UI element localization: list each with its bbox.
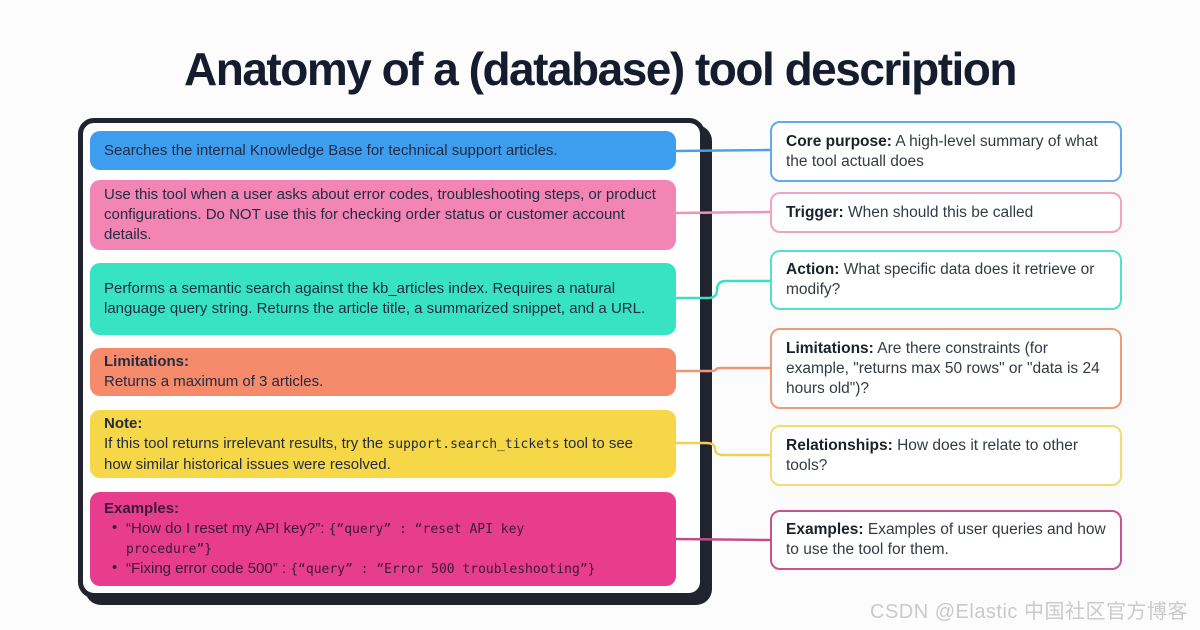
annotation-label: Examples: (786, 521, 864, 538)
block-examples: Examples: “How do I reset my API key?”: … (90, 492, 676, 586)
annotation-body: Are there constraints (for example, "ret… (786, 339, 1100, 397)
examples-list: “How do I reset my API key?”: {“query” :… (104, 518, 662, 579)
annotation-limitations: Limitations: Are there constraints (for … (770, 328, 1122, 409)
example-quote: “How do I reset my API key?”: (126, 520, 329, 537)
annotation-action: Action: What specific data does it retri… (770, 250, 1122, 310)
block-limitations: Limitations: Returns a maximum of 3 arti… (90, 348, 676, 396)
annotation-text: Relationships: How does it relate to oth… (786, 436, 1106, 476)
annotation-text: Core purpose: A high-level summary of wh… (786, 132, 1106, 172)
block-action: Performs a semantic search against the k… (90, 263, 676, 335)
annotation-core-purpose: Core purpose: A high-level summary of wh… (770, 121, 1122, 182)
annotation-body: How does it relate to other tools? (786, 436, 1079, 474)
annotation-label: Trigger: (786, 203, 844, 221)
watermark: CSDN @Elastic 中国社区官方博客 (870, 601, 1188, 623)
annotation-text: Limitations: Are there constraints (for … (786, 339, 1106, 399)
annotation-body: What specific data does it retrieve or m… (786, 261, 1095, 298)
example-item: “How do I reset my API key?”: {“query” :… (104, 518, 609, 559)
block-core-purpose: Searches the internal Knowledge Base for… (90, 131, 676, 170)
note-text-post: tool to see how similar historical issue… (104, 434, 634, 473)
annotation-label: Limitations: (786, 339, 874, 357)
note-code: support.search_tickets (387, 436, 560, 452)
annotation-trigger: Trigger: When should this be called (770, 192, 1122, 233)
annotation-text: Examples: Examples of user queries and h… (786, 520, 1106, 560)
page-title: Anatomy of a (database) tool description (184, 43, 1018, 95)
annotation-label: Core purpose: (786, 132, 892, 150)
example-quote: “Fixing error code 500” : (126, 560, 291, 577)
example-code: {“query” : “Error 500 troubleshooting”} (290, 562, 596, 577)
tool-description-panel: Searches the internal Knowledge Base for… (78, 118, 705, 598)
annotation-body: When should this be called (843, 203, 1034, 221)
annotation-examples: Examples: Examples of user queries and h… (770, 510, 1122, 570)
block-note-text: If this tool returns irrelevant results,… (104, 434, 662, 475)
block-trigger: Use this tool when a user asks about err… (90, 180, 676, 250)
block-action-text: Performs a semantic search against the k… (104, 280, 646, 317)
annotation-relationships: Relationships: How does it relate to oth… (770, 425, 1122, 486)
block-core-purpose-text: Searches the internal Knowledge Base for… (104, 141, 558, 159)
annotation-body: Examples of user queries and how to use … (786, 521, 1106, 558)
note-text-pre: If this tool returns irrelevant results,… (104, 434, 388, 452)
annotation-text: Action: What specific data does it retri… (786, 260, 1106, 300)
example-item: “Fixing error code 500” : {“query” : “Er… (104, 558, 662, 579)
block-note-heading: Note: (104, 414, 143, 432)
annotation-label: Action: (786, 261, 840, 278)
annotation-text: Trigger: When should this be called (786, 203, 1106, 223)
block-trigger-text: Use this tool when a user asks about err… (104, 186, 656, 243)
annotation-label: Relationships: (786, 436, 893, 454)
annotation-body: A high-level summary of what the tool ac… (786, 132, 1098, 170)
block-note: Note: If this tool returns irrelevant re… (90, 410, 676, 478)
example-code: {“query” : “reset API key procedure”} (126, 522, 525, 557)
block-examples-heading: Examples: (104, 500, 180, 517)
block-limitations-heading: Limitations: (104, 353, 189, 370)
block-limitations-text: Returns a maximum of 3 articles. (104, 373, 324, 390)
